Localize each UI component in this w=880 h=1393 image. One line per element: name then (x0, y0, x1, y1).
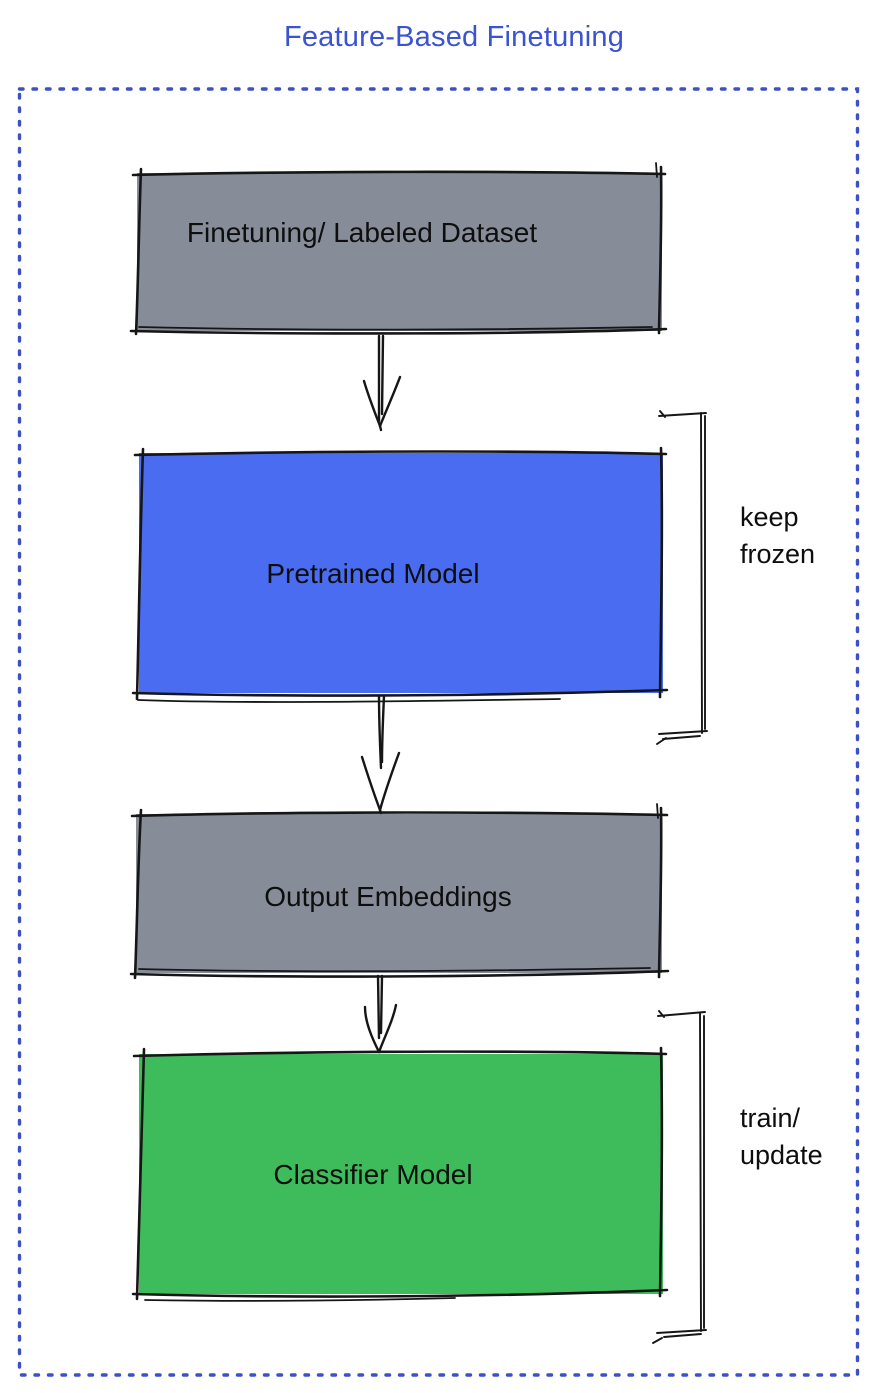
embeddings-box-border (129, 803, 670, 980)
dotted-frame (17, 87, 860, 1377)
arrow-wing-left (363, 1005, 381, 1054)
bracket-bottom-2 (662, 735, 701, 740)
dataset-box-border (129, 162, 668, 336)
train-update-annotation: train/ update (740, 1100, 823, 1174)
arrow-wing-left (360, 755, 382, 812)
stroke-bottom (129, 969, 670, 978)
stroke-left (134, 167, 143, 336)
dataset-box (137, 173, 662, 331)
stroke-bottom (131, 688, 669, 697)
arrow-wing-right (378, 375, 402, 428)
stroke-top (130, 811, 669, 818)
arrow-wing-right (378, 751, 401, 812)
keep-frozen-annotation: keep frozen (740, 499, 815, 573)
classifier-box (139, 1054, 663, 1294)
keep-frozen-line1: keep (740, 502, 799, 532)
pretrained-box-label: Pretrained Model (266, 558, 480, 589)
stroke-left (135, 1047, 146, 1301)
keep-frozen-line2: frozen (740, 539, 816, 569)
arrow-embeddings-to-classifier (363, 974, 398, 1054)
stroke-bottom (131, 1288, 669, 1298)
corner-tick (656, 803, 659, 819)
keep-frozen-bracket (656, 410, 708, 745)
stroke-bottom (129, 327, 668, 335)
stroke-right (658, 1046, 664, 1298)
bracket-bottom-2 (663, 1333, 702, 1338)
arrow-shaft-2 (379, 974, 384, 1035)
stroke-top (131, 170, 667, 177)
arrow-tip (378, 424, 383, 432)
arrow-shaft (377, 694, 383, 770)
bracket-bottom (658, 730, 708, 735)
diagram-title: Feature-Based Finetuning (283, 21, 625, 53)
stroke-bottom-2 (144, 1297, 456, 1302)
corner-tick (655, 162, 658, 178)
arrow-shaft (376, 974, 381, 1040)
arrow-wing-left (362, 379, 382, 428)
train-update-bracket (652, 1010, 707, 1344)
stroke-bottom-2 (138, 967, 651, 973)
train-update-line1: train/ (740, 1103, 801, 1133)
pretrained-box (139, 453, 663, 693)
bracket-bottom (656, 1329, 707, 1334)
bracket-top-flick (659, 410, 666, 418)
stroke-top (133, 450, 668, 457)
bracket-vertical (699, 1012, 702, 1332)
embeddings-box (136, 814, 662, 973)
arrow-shaft-2 (380, 334, 385, 416)
stroke-right (658, 446, 664, 699)
arrow-pretrained-to-embeddings (360, 694, 401, 815)
arrow-tip (378, 808, 383, 815)
stroke-right (657, 165, 663, 335)
stroke-top (132, 1050, 668, 1058)
stroke-left (133, 808, 143, 980)
stroke-bottom-2 (138, 326, 653, 331)
arrow-wing-right (377, 1003, 398, 1054)
pretrained-box-border (131, 446, 669, 703)
bracket-vertical (700, 412, 703, 734)
stroke-left (135, 447, 145, 701)
arrow-dataset-to-pretrained (362, 334, 402, 432)
classifier-box-label: Classifier Model (273, 1158, 473, 1190)
bracket-top (658, 412, 707, 417)
embeddings-box-label: Output Embeddings (264, 881, 512, 912)
bracket-bottom-flick (652, 1337, 663, 1344)
dataset-box-label: Finetuning/ Labeled Dataset (186, 217, 538, 248)
stroke-right (657, 806, 663, 979)
stroke-bottom-2 (137, 698, 561, 703)
arrow-shaft-2 (380, 694, 386, 764)
train-update-line2: update (740, 1140, 823, 1170)
bracket-top-flick (658, 1010, 665, 1018)
classifier-box-border (131, 1046, 669, 1302)
bracket-bottom-flick (656, 737, 667, 745)
bracket-top (657, 1011, 706, 1017)
